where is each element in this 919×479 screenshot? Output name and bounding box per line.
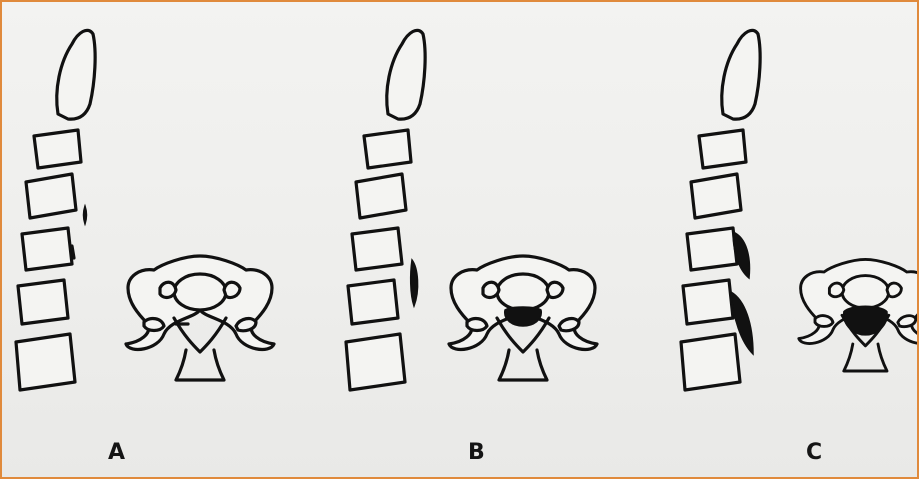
panel-c-ossification-upper <box>733 232 749 278</box>
panel-a-lateral-spine <box>16 30 95 390</box>
panel-b-canal-lesion <box>505 307 542 326</box>
panel-b-axial-vertebra <box>449 256 597 380</box>
panel-a-axial-vertebra <box>126 256 274 380</box>
panel-c-axial-vertebra <box>799 259 919 371</box>
panel-label-b: B <box>468 440 485 465</box>
panel-b-posterior-ligament <box>411 260 418 306</box>
panel-label-a: A <box>108 440 125 465</box>
panel-a-ligament-mark <box>72 246 74 258</box>
panel-label-c: C <box>806 440 822 465</box>
panel-c-lateral-spine <box>681 30 760 390</box>
panel-b-lateral-spine <box>346 30 425 390</box>
panel-a-small-osteophyte <box>84 206 87 224</box>
panel-c-canal-lesion <box>844 306 888 335</box>
